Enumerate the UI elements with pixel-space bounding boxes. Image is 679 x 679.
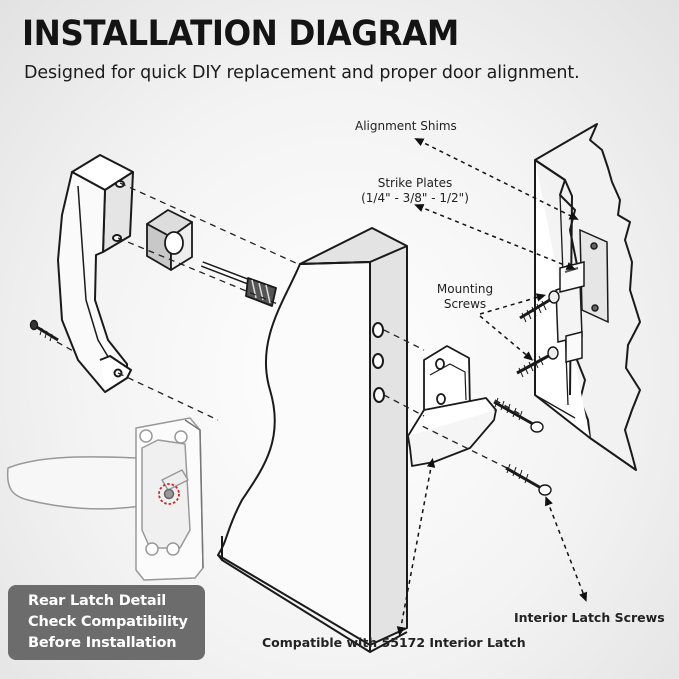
page-title: INSTALLATION DIAGRAM: [22, 14, 459, 54]
callout-strike-plates: Strike Plates (1/4" - 3/8" - 1/2"): [350, 176, 480, 206]
callout-mounting-screws: Mounting Screws: [430, 282, 500, 312]
exterior-handle-icon: [57, 154, 134, 393]
callout-alignment-shims: Alignment Shims: [355, 119, 457, 133]
page-subtitle: Designed for quick DIY replacement and p…: [24, 63, 580, 83]
rear-latch-detail-box: Rear Latch Detail Check Compatibility Be…: [8, 585, 205, 660]
detail-box-line-3: Before Installation: [28, 635, 177, 651]
rear-latch-detail-icon: [6, 417, 204, 581]
callout-interior-latch-screws: Interior Latch Screws: [514, 610, 665, 625]
screw-icon: [516, 290, 560, 378]
callout-mounting-screws-line1: Mounting: [436, 282, 494, 296]
strike-plate-icon: [555, 228, 609, 363]
callout-strike-plates-title: Strike Plates: [377, 176, 453, 190]
interior-latch-icon: [407, 345, 497, 467]
callout-compatible-latch: Compatible with 55172 Interior Latch: [262, 635, 526, 650]
door-panel-icon: [217, 227, 408, 653]
callout-strike-plates-sizes: (1/4" - 3/8" - 1/2"): [361, 191, 469, 205]
callout-mounting-screws-line2: Screws: [443, 297, 487, 311]
alignment-guides: [56, 182, 521, 469]
latch-mechanism-icon: [146, 209, 277, 307]
callout-arrows: [396, 138, 588, 637]
screw-icon: [29, 319, 59, 342]
detail-box-line-1: Rear Latch Detail: [28, 593, 167, 609]
detail-box-line-2: Check Compatibility: [28, 614, 188, 630]
screw-icon: [493, 397, 552, 496]
